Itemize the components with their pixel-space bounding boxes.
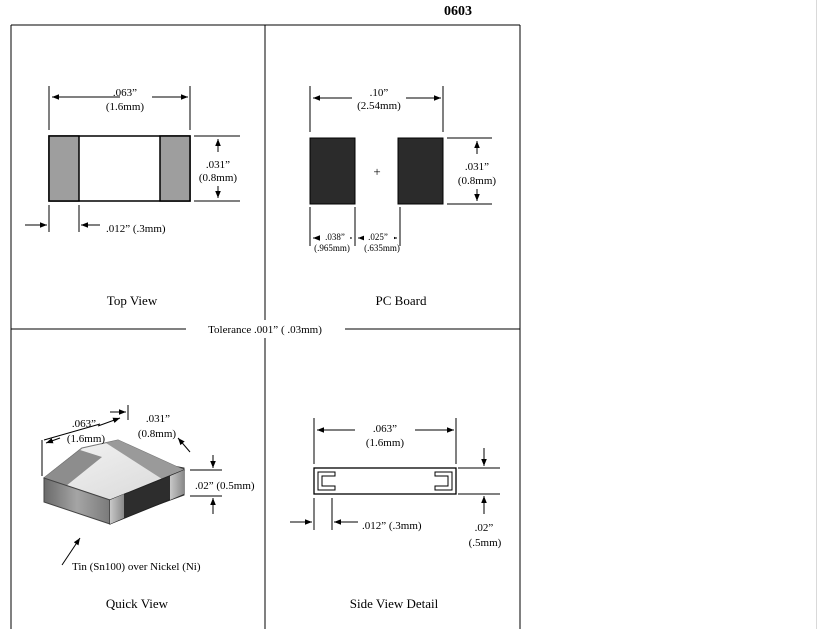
side-body <box>313 467 457 495</box>
pcb-pitch-mm: (2.54mm) <box>357 100 401 112</box>
top-terminal-dim: .012” (.3mm) <box>106 223 166 235</box>
chip-side-cap <box>110 494 124 524</box>
side-terminal-dim: .012” (.3mm) <box>362 520 422 532</box>
page-edge-line <box>816 0 817 629</box>
grid-frame <box>10 24 521 629</box>
quick-length-mm: (1.6mm) <box>67 433 106 445</box>
side-height-in: .02” <box>475 522 494 534</box>
top-length-mm: (1.6mm) <box>106 101 145 113</box>
side-right-terminal <box>434 471 453 491</box>
pc-board-view: + .10” (2.54mm) .031” (0.8mm) .038” (.96… <box>309 86 497 308</box>
side-left-terminal <box>317 471 336 491</box>
quick-length-in: .063” <box>72 418 96 430</box>
pcb-pad-width-in: .038” <box>325 232 345 242</box>
top-view-label: Top View <box>107 293 158 308</box>
pcb-gap-in: .025” <box>368 232 388 242</box>
tolerance-note: Tolerance .001” ( .03mm) <box>208 324 322 336</box>
side-height-mm: (.5mm) <box>469 537 502 549</box>
top-view: .063” (1.6mm) .031” (0.8mm) .012” (.3mm)… <box>25 86 240 308</box>
chip-left-cap-top <box>44 450 102 486</box>
pcb-gap-mm: (.635mm) <box>364 243 400 253</box>
pcb-pitch-in: .10” <box>370 87 389 99</box>
pcb-pad-height-in: .031” <box>465 161 489 173</box>
side-view: .063” (1.6mm) .012” (.3mm) .02” (.5mm) S… <box>290 418 502 611</box>
pcb-pad-height-mm: (0.8mm) <box>458 175 497 187</box>
right-terminal <box>159 135 191 202</box>
top-width-in: .031” <box>206 159 230 171</box>
tolerance-backdrop <box>186 320 345 338</box>
pcb-pad-width-mm: (.965mm) <box>314 243 350 253</box>
pc-board-label: PC Board <box>376 293 427 308</box>
quick-view: .063” (1.6mm) .031” (0.8mm) .02” (0.5mm)… <box>41 405 255 611</box>
quick-width-mm: (0.8mm) <box>138 428 177 440</box>
center-mark: + <box>373 164 380 179</box>
left-terminal <box>48 135 80 202</box>
quick-view-label: Quick View <box>106 596 169 611</box>
top-length-in: .063” <box>113 87 137 99</box>
side-length-in: .063” <box>373 423 397 435</box>
chip-side-cap-far <box>170 470 184 500</box>
right-pad <box>397 137 444 205</box>
page-title: 0603 <box>444 4 472 19</box>
chip-right-cap-top <box>106 440 184 479</box>
top-width-mm: (0.8mm) <box>199 172 238 184</box>
quick-height: .02” (0.5mm) <box>195 480 255 492</box>
plating-note: Tin (Sn100) over Nickel (Ni) <box>72 561 201 573</box>
side-view-label: Side View Detail <box>350 596 439 611</box>
side-length-mm: (1.6mm) <box>366 437 405 449</box>
quick-width-in: .031” <box>146 413 170 425</box>
left-pad <box>309 137 356 205</box>
